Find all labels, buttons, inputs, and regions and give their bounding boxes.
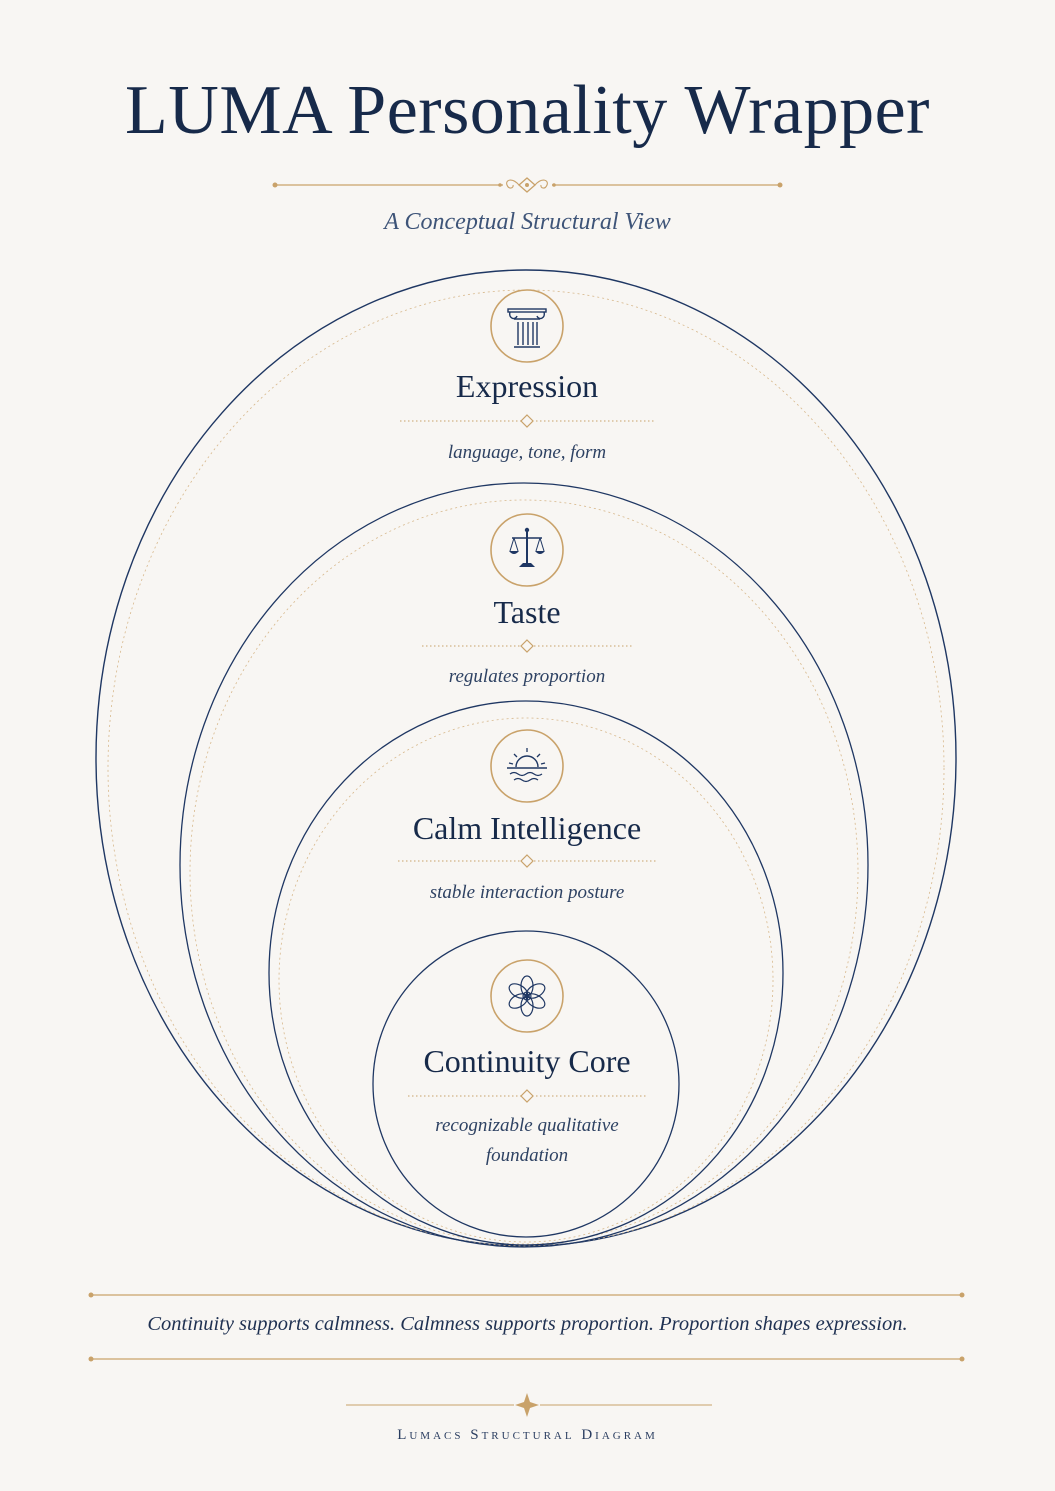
- calm-intelligence-description: stable interaction posture: [429, 882, 625, 903]
- separator-taste: [422, 639, 632, 653]
- summary-rule-top: [88, 1292, 965, 1298]
- scales-icon: [490, 513, 564, 587]
- footer-caption: Lumacs Structural Diagram: [397, 1427, 658, 1443]
- taste-title: Taste: [493, 594, 561, 630]
- expression-ring: [95, 269, 957, 1247]
- separator-expression: [400, 414, 654, 428]
- flower-icon: [490, 959, 564, 1033]
- separator-continuity-core: [408, 1089, 646, 1103]
- calm-intelligence-title: Calm Intelligence: [412, 810, 642, 846]
- continuity-core-ring: [372, 930, 680, 1238]
- separator-calm-intelligence: [398, 854, 656, 868]
- title-divider: [272, 177, 783, 193]
- summary-statement: Continuity supports calmness. Calmness s…: [147, 1313, 908, 1335]
- sunrise-icon: [490, 729, 564, 803]
- calm-intelligence-ring: [268, 700, 784, 1246]
- continuity-core-title: Continuity Core: [423, 1043, 631, 1079]
- taste-description: regulates proportion: [448, 666, 606, 687]
- expression-title: Expression: [455, 368, 599, 404]
- page-subtitle: A Conceptual Structural View: [384, 209, 671, 235]
- taste-ring: [179, 482, 869, 1248]
- footer-ornament: [346, 1393, 712, 1417]
- column-icon: [490, 289, 564, 363]
- summary-rule-bottom: [88, 1356, 965, 1362]
- expression-description: language, tone, form: [447, 442, 607, 463]
- continuity-core-description-line1: recognizable qualitative: [435, 1115, 619, 1136]
- page-title: LUMA Personality Wrapper: [125, 72, 930, 149]
- continuity-core-description-line2: foundation: [485, 1145, 569, 1166]
